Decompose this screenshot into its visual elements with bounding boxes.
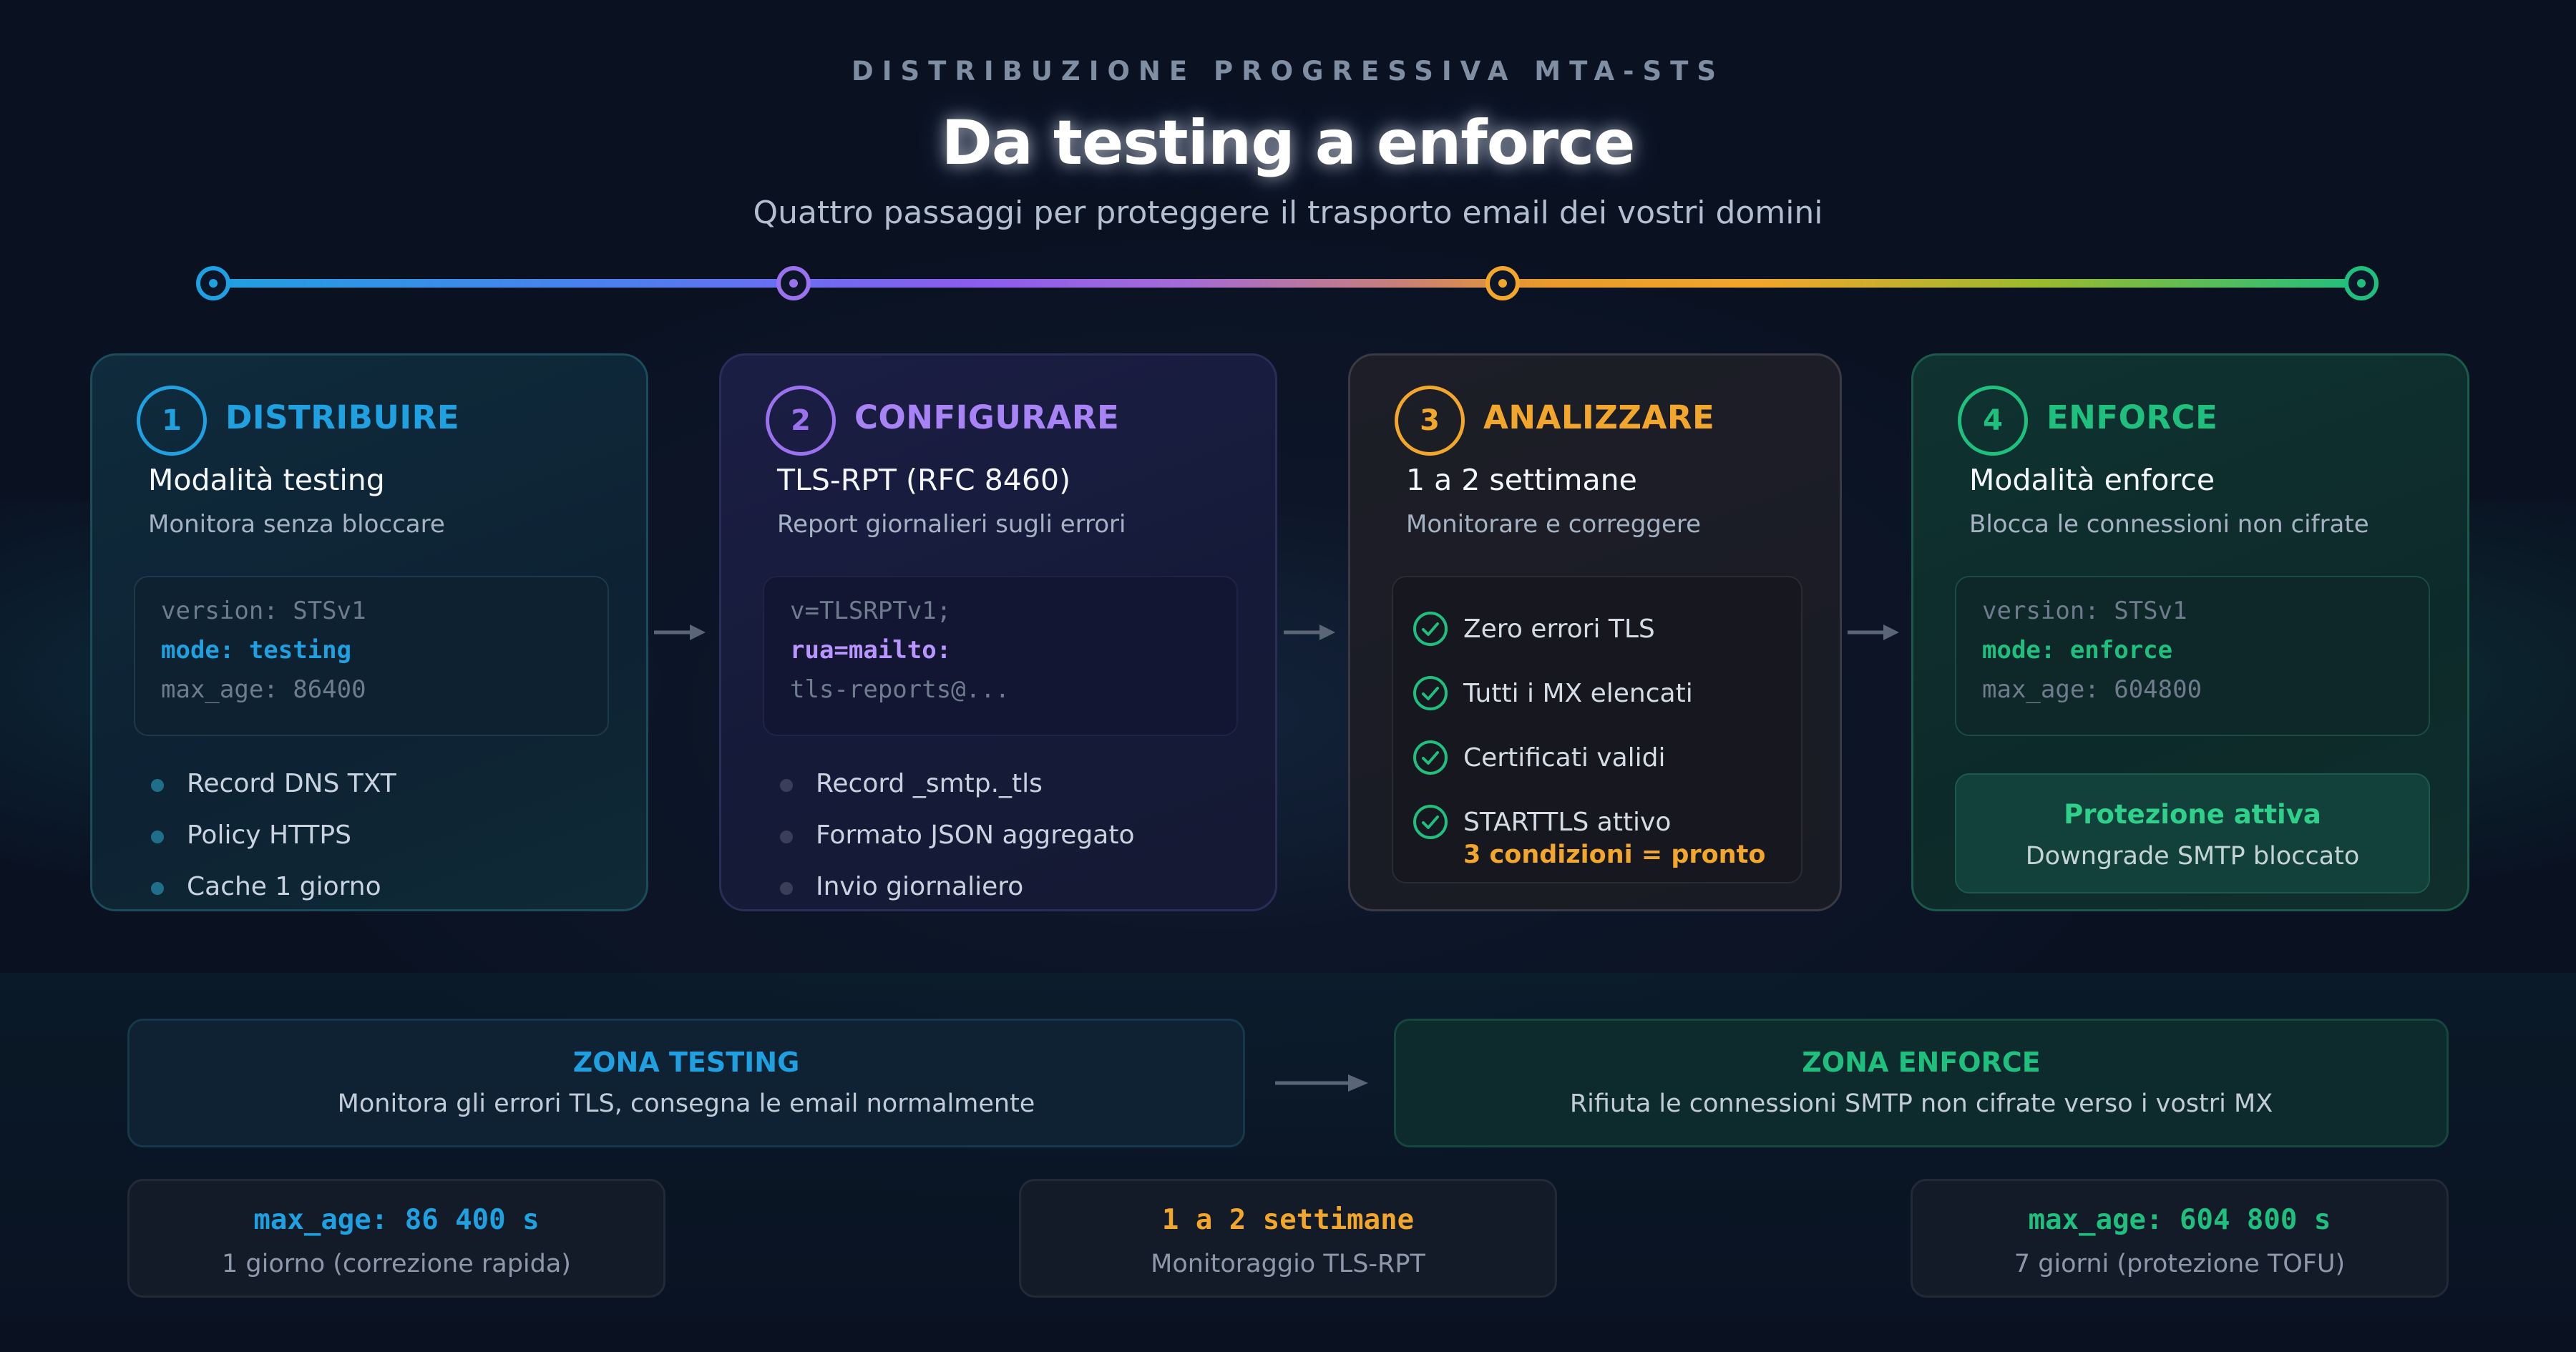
code-line: version: STSv1 [161,597,366,625]
checklist-label: Certificati validi [1463,743,1666,773]
timeline-node-1 [196,266,230,300]
check-circle-icon [1413,740,1448,775]
protection-title: Protezione attiva [2064,799,2321,830]
checklist-label: Tutti i MX elencati [1463,679,1693,708]
code-block: version: STSv1 mode: testing max_age: 86… [134,576,609,736]
code-line: version: STSv1 [1982,597,2187,625]
step-description: Report giornalieri sugli errori [777,510,1126,539]
step-description: Monitorare e correggere [1406,510,1702,539]
code-line: max_age: 86400 [161,675,366,704]
protection-status-box: Protezione attiva Downgrade SMTP bloccat… [1955,773,2430,893]
zone-title: ZONA TESTING [572,1047,800,1078]
step-name: DISTRIBUIRE [225,398,460,436]
step-card-configurare: 2 CONFIGURARE TLS-RPT (RFC 8460) Report … [719,353,1277,911]
arrow-right-icon [1284,624,1335,640]
stat-value: max_age: 86 400 s [253,1204,540,1236]
zone-enforce: ZONA ENFORCE Rifiuta le connessioni SMTP… [1394,1019,2449,1147]
step-card-distribuire: 1 DISTRIBUIRE Modalità testing Monitora … [90,353,648,911]
page-subtitle: Quattro passaggi per proteggere il trasp… [753,195,1823,231]
stat-monitoring-duration: 1 a 2 settimane Monitoraggio TLS-RPT [1019,1179,1557,1298]
check-circle-icon [1413,805,1448,839]
zone-description: Rifiuta le connessioni SMTP non cifrate … [1569,1089,2273,1118]
step-name: CONFIGURARE [854,398,1120,436]
stat-testing-max-age: max_age: 86 400 s 1 giorno (correzione r… [127,1179,665,1298]
timeline-node-2 [776,266,811,300]
step-heading: TLS-RPT (RFC 8460) [777,463,1071,497]
arrow-right-icon [1848,624,1899,640]
stat-value: max_age: 604 800 s [2028,1204,2331,1236]
code-block: version: STSv1 mode: enforce max_age: 60… [1955,576,2430,736]
stat-label: Monitoraggio TLS-RPT [1151,1250,1425,1278]
protection-description: Downgrade SMTP bloccato [2025,842,2360,871]
step-heading: 1 a 2 settimane [1406,463,1637,497]
list-item: Record DNS TXT [148,769,396,820]
stat-enforce-max-age: max_age: 604 800 s 7 giorni (protezione … [1911,1179,2449,1298]
stat-label: 7 giorni (protezione TOFU) [2014,1250,2346,1278]
bullet-list: Record DNS TXT Policy HTTPS Cache 1 gior… [148,769,396,924]
list-item: Invio giornaliero [777,872,1134,924]
timeline-node-3 [1485,266,1520,300]
stat-value: 1 a 2 settimane [1161,1204,1415,1236]
progress-timeline [213,279,2361,288]
step-heading: Modalità testing [148,463,385,497]
code-line: max_age: 604800 [1982,675,2202,704]
bullet-list: Record _smtp._tls Formato JSON aggregato… [777,769,1134,924]
step-heading: Modalità enforce [1969,463,2215,497]
check-circle-icon [1413,676,1448,710]
code-line-highlight: rua=mailto: [790,636,952,665]
step-description: Monitora senza bloccare [148,510,445,539]
checklist: Zero errori TLS Tutti i MX elencati Cert… [1392,576,1802,883]
page-title: Da testing a enforce [941,107,1635,179]
timeline-node-4 [2344,266,2379,300]
code-line-highlight: mode: enforce [1982,636,2173,665]
zone-description: Monitora gli errori TLS, consegna le ema… [337,1089,1035,1118]
zone-testing: ZONA TESTING Monitora gli errori TLS, co… [127,1019,1245,1147]
step-number-badge: 1 [137,386,207,456]
checklist-label: STARTTLS attivo [1463,808,1672,837]
stat-label: 1 giorno (correzione rapida) [222,1250,571,1278]
step-card-enforce: 4 ENFORCE Modalità enforce Blocca le con… [1911,353,2469,911]
arrow-right-icon [654,624,706,640]
zone-title: ZONA ENFORCE [1802,1047,2041,1078]
readiness-note: 3 condizioni = pronto [1463,841,1766,869]
check-circle-icon [1413,612,1448,646]
arrow-right-icon [1275,1074,1368,1092]
code-line-highlight: mode: testing [161,636,352,665]
step-number-badge: 3 [1395,386,1465,456]
step-number-badge: 2 [766,386,836,456]
list-item: Cache 1 giorno [148,872,396,924]
step-name: ENFORCE [2046,398,2218,436]
code-line: tls-reports@... [790,675,1010,704]
eyebrow: DISTRIBUZIONE PROGRESSIVA MTA-STS [852,56,1724,87]
code-line: v=TLSRPTv1; [790,597,952,625]
checklist-label: Zero errori TLS [1463,614,1655,644]
step-name: ANALIZZARE [1483,398,1715,436]
step-card-analizzare: 3 ANALIZZARE 1 a 2 settimane Monitorare … [1348,353,1842,911]
list-item: Record _smtp._tls [777,769,1134,820]
step-description: Blocca le connessioni non cifrate [1969,510,2369,539]
list-item: Policy HTTPS [148,820,396,872]
code-block: v=TLSRPTv1; rua=mailto: tls-reports@... [763,576,1238,736]
step-number-badge: 4 [1958,386,2028,456]
list-item: Formato JSON aggregato [777,820,1134,872]
